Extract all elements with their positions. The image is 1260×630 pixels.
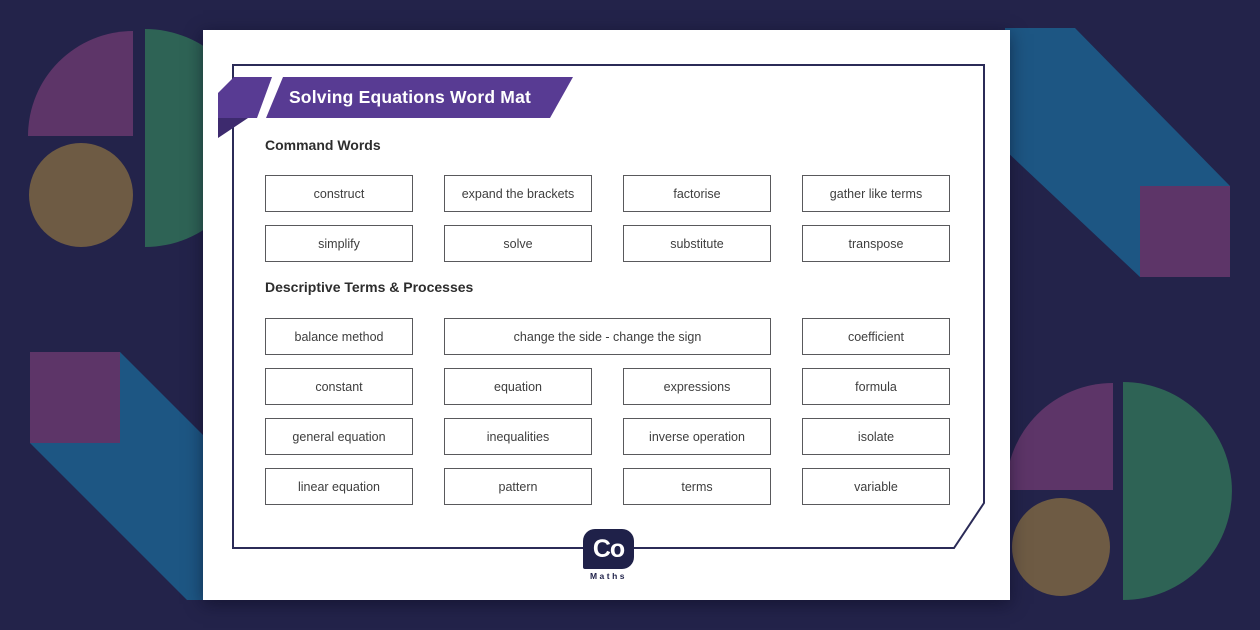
word-box: simplify [265, 225, 413, 262]
brand-logo-monogram: Co [592, 534, 625, 563]
diagonal-ribbon-shape-top-right [1005, 28, 1230, 277]
square-shape-top-right [1140, 186, 1230, 277]
square-shape-bottom-left [30, 352, 120, 443]
word-box: linear equation [265, 468, 413, 505]
worksheet-card: Solving Equations Word Mat Command Words… [203, 30, 1010, 600]
word-box: constant [265, 368, 413, 405]
brand-logo-label: Maths [589, 571, 628, 581]
circle-shape-top-left [29, 143, 133, 247]
word-box: pattern [444, 468, 592, 505]
word-box: inequalities [444, 418, 592, 455]
word-box: inverse operation [623, 418, 771, 455]
word-box: terms [623, 468, 771, 505]
banner-left-tab [218, 77, 272, 118]
half-circle-shape-bottom-right [1123, 382, 1232, 600]
word-box: change the side - change the sign [444, 318, 771, 355]
word-box: transpose [802, 225, 950, 262]
page-title: Solving Equations Word Mat [288, 87, 532, 107]
word-box: balance method [265, 318, 413, 355]
circle-shape-bottom-right [1012, 498, 1110, 596]
word-box: variable [802, 468, 950, 505]
word-box: substitute [623, 225, 771, 262]
word-box: coefficient [802, 318, 950, 355]
word-box: expressions [623, 368, 771, 405]
word-box: expand the brackets [444, 175, 592, 212]
word-box: solve [444, 225, 592, 262]
worksheet-frame [218, 64, 985, 549]
section-heading-command-words: Command Words [265, 137, 381, 153]
banner-fold [218, 118, 248, 138]
word-box: construct [265, 175, 413, 212]
section-heading-descriptive-terms: Descriptive Terms & Processes [265, 279, 474, 295]
banner-ribbon [266, 77, 573, 118]
brand-logo: Co [583, 529, 634, 569]
quarter-circle-shape-top-left [28, 31, 133, 136]
command-words-grid: construct expand the brackets factorise gat… [265, 175, 950, 262]
worksheet-border [232, 64, 985, 549]
descriptive-terms-grid: balance method change the side - change t… [265, 318, 950, 505]
word-box: factorise [623, 175, 771, 212]
quarter-circle-shape-bottom-right [1006, 383, 1113, 490]
word-box: equation [444, 368, 592, 405]
word-box: formula [802, 368, 950, 405]
word-box: isolate [802, 418, 950, 455]
word-box: general equation [265, 418, 413, 455]
word-box: gather like terms [802, 175, 950, 212]
